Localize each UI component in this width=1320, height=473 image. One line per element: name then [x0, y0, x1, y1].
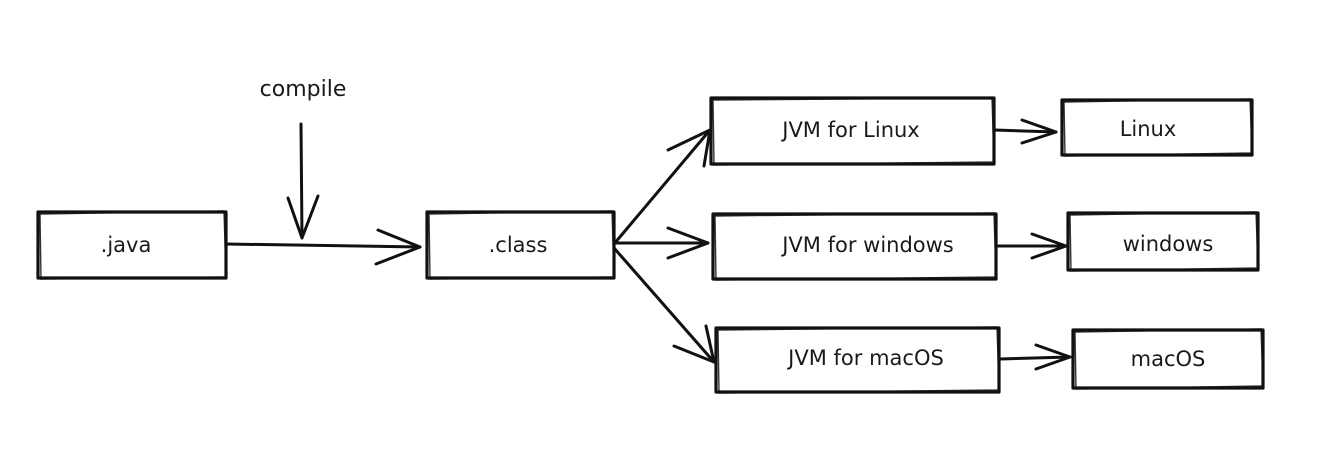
node-jvm-windows: JVM for windows	[711, 212, 998, 281]
node-jvm-linux-label: JVM for Linux	[780, 118, 919, 142]
node-jvm-linux: JVM for Linux	[709, 96, 996, 166]
node-linux: Linux	[1060, 98, 1254, 157]
edge-java-to-class	[224, 228, 422, 266]
node-macos: macOS	[1071, 328, 1265, 390]
edge-jvm-macos-to-macos	[998, 343, 1072, 371]
node-jvm-macos: JVM for macOS	[714, 326, 1001, 394]
edge-class-to-jvm-macos	[612, 246, 716, 364]
node-class: .class	[425, 210, 616, 280]
edge-jvm-linux-to-linux	[992, 118, 1058, 145]
node-java-label: .java	[101, 233, 152, 257]
edge-jvm-windows-to-windows	[995, 232, 1068, 260]
node-jvm-macos-label: JVM for macOS	[786, 346, 944, 370]
edge-class-to-jvm-windows	[612, 226, 710, 260]
compile-label: compile	[260, 77, 347, 102]
node-java: .java	[36, 210, 228, 280]
node-windows-label: windows	[1123, 232, 1214, 256]
node-windows: windows	[1066, 211, 1260, 272]
node-linux-label: Linux	[1120, 117, 1177, 141]
node-jvm-windows-label: JVM for windows	[780, 233, 954, 257]
edge-class-to-jvm-linux	[612, 128, 712, 246]
compile-arrow	[286, 122, 320, 240]
node-macos-label: macOS	[1131, 347, 1206, 371]
node-class-label: .class	[489, 233, 548, 257]
